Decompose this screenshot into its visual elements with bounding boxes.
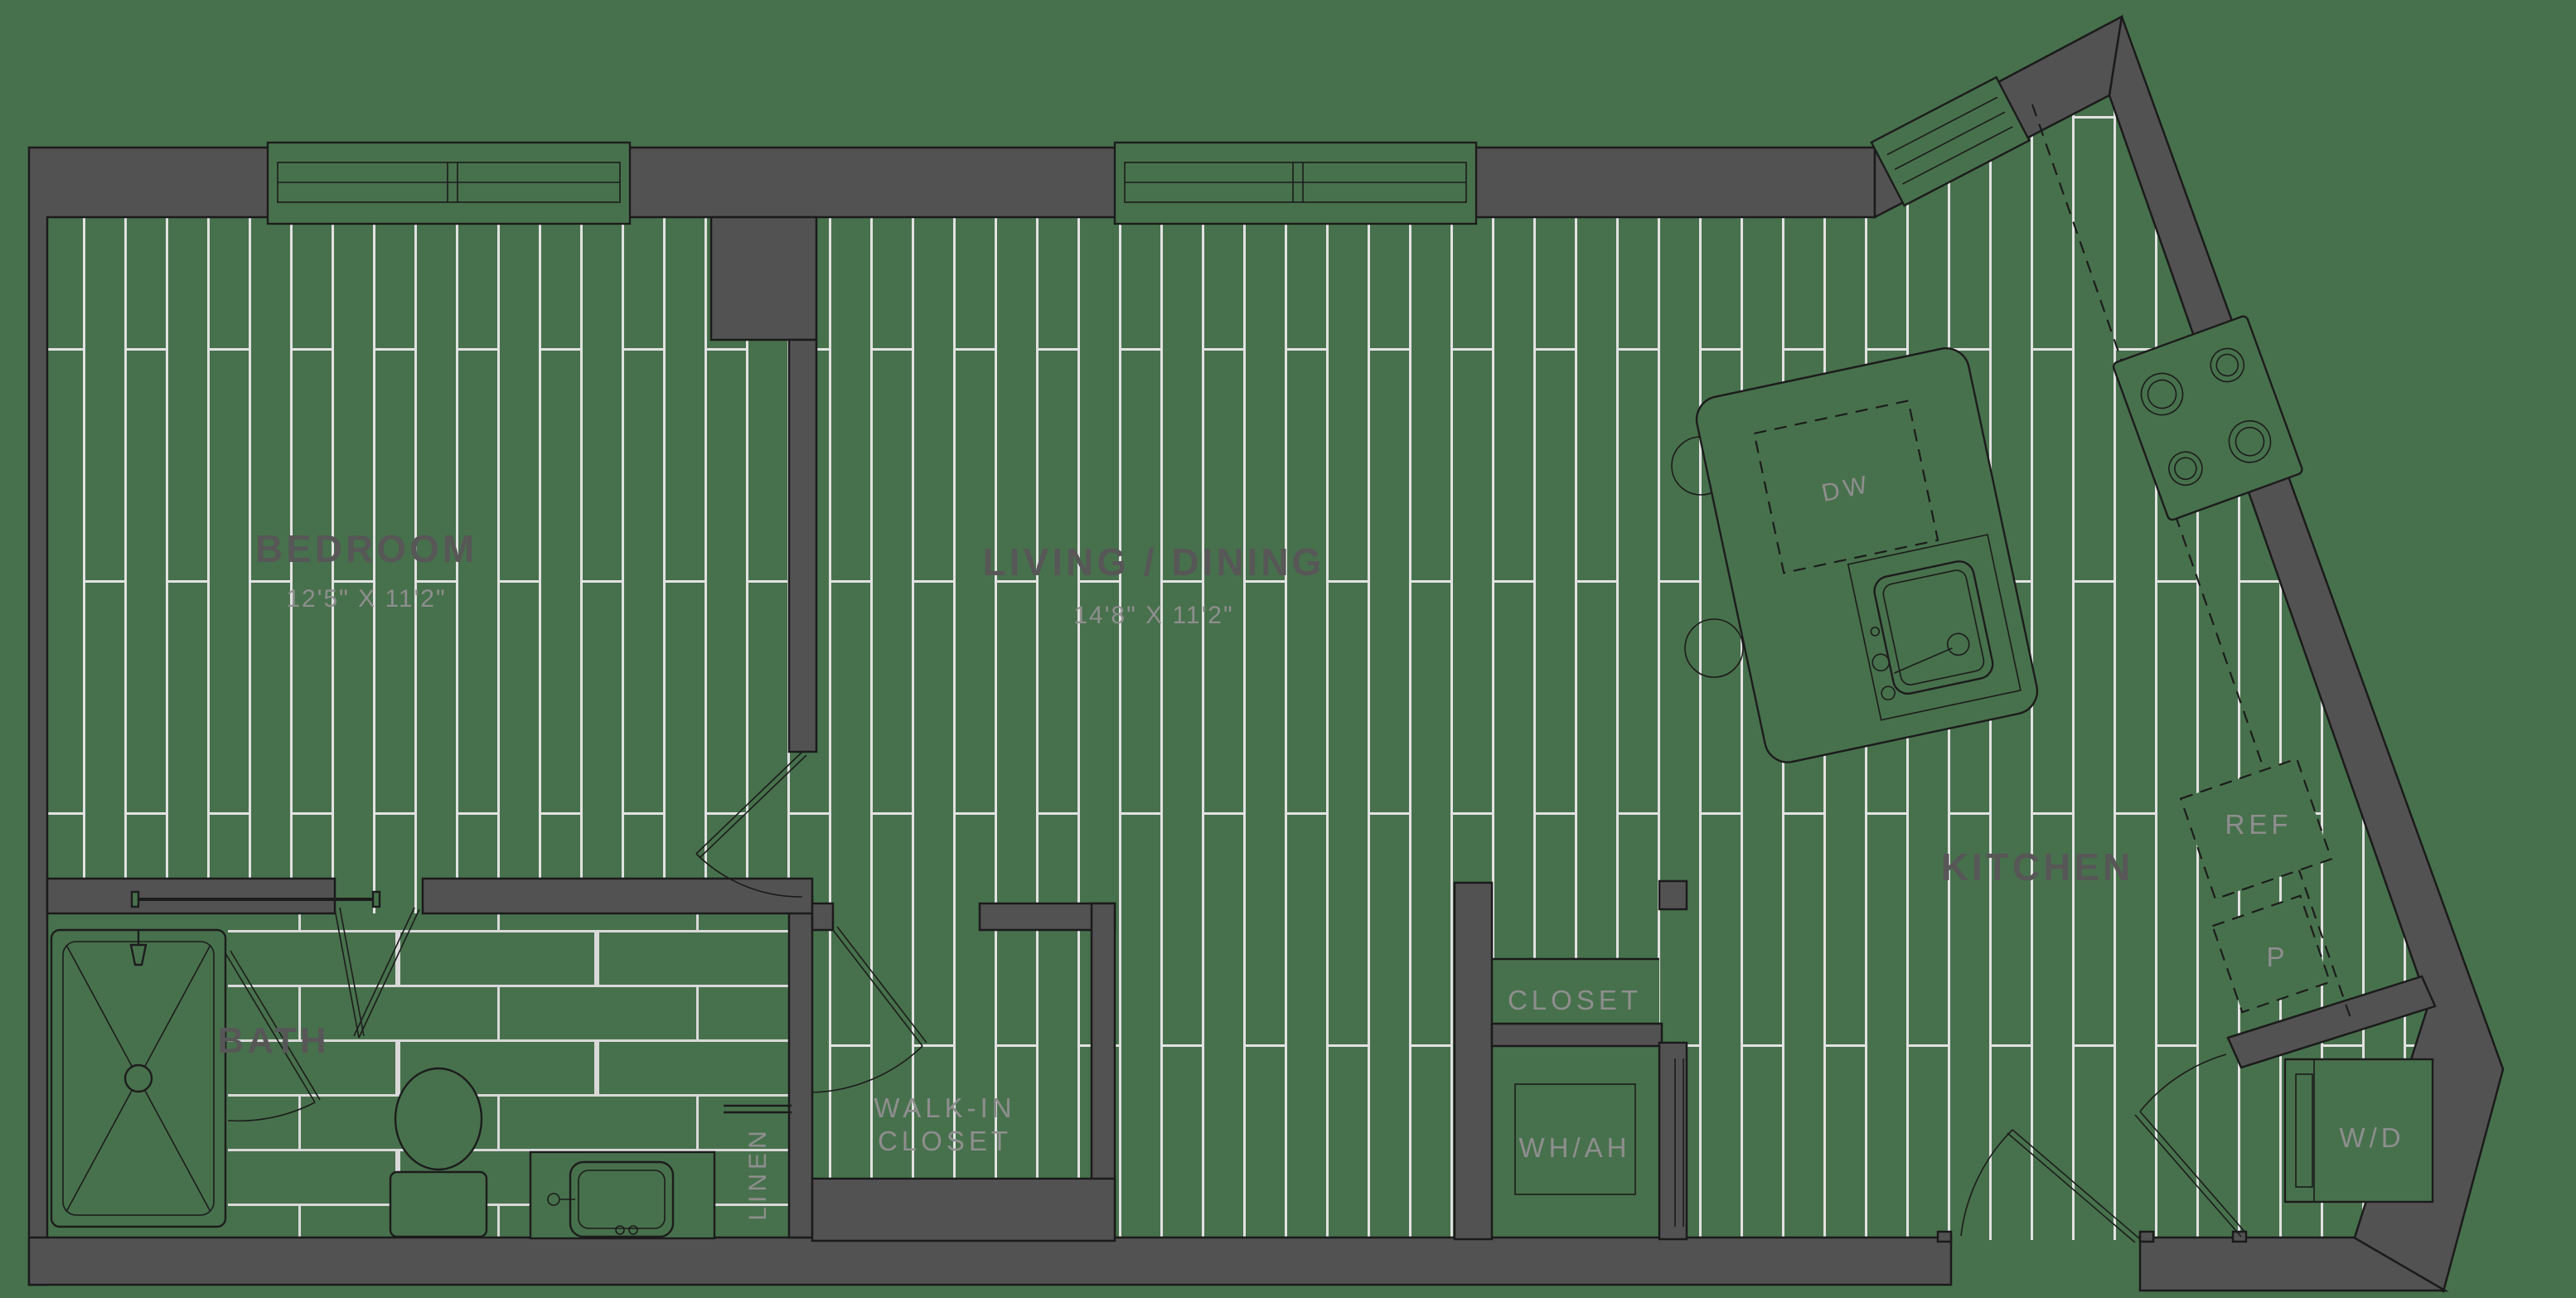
wall-bottom-right [2138,1236,2449,1292]
kitchen-fixtures: DW [1671,104,2354,1024]
shower [50,928,227,1228]
washer-dryer [2283,1058,2434,1204]
wall-pillar [709,216,818,341]
utility-fixtures [1492,957,2434,1204]
toilet [389,1067,488,1238]
island-sink [1847,534,2022,721]
wall-bedroom-divider [787,338,818,753]
wall-wd-angled [2226,975,2437,1069]
living-dining-dims: 14'8" X 11'2" [1073,602,1233,629]
bath-label: BATH [218,1020,330,1061]
stool [1684,618,1744,678]
whah-label: WH/AH [1519,1132,1631,1163]
wall-closet-back [1490,1022,1663,1048]
walkin-closet-door [811,926,927,1093]
dishwasher [1753,400,1939,574]
whah-door [1674,1058,1684,1227]
walkin-closet-label-line2: CLOSET [878,1126,1012,1156]
wall-closet-jamb [1658,879,1688,911]
closet-label: CLOSET [1508,985,1642,1015]
wd-label: W/D [2339,1122,2404,1153]
pantry-label: P [2266,942,2288,972]
entry-jamb-right [2138,1230,2155,1243]
bath-fixtures [50,890,792,1240]
wd-door [2134,1053,2247,1237]
entry-door [1960,1129,2141,1243]
refrigerator-label: REF [2225,809,2293,840]
wall-walkin-bottom [811,1177,1116,1242]
wd-door-jamb [2231,1230,2248,1243]
towel-bar-bracket [371,890,381,908]
bedroom-window [266,141,632,225]
water-heater-unit [1514,1083,1636,1195]
pantry [2211,894,2331,1014]
bath-double-door [334,907,420,1039]
closet-floor [1492,959,1659,1024]
kitchen-island: DW [1695,346,2039,763]
linen-shelf [724,1104,792,1114]
kitchen-label: KITCHEN [1941,845,2133,889]
bedroom-label: BEDROOM [255,527,477,570]
linen-label: LINEN [744,1126,772,1220]
cooktop [2112,315,2303,521]
wall-bottom [27,1236,1953,1286]
shower-door [225,950,321,1122]
shower-head-icon [129,943,148,966]
wall-bath-divider [787,895,814,1239]
wall-closet-left [1453,881,1494,1241]
doors [225,751,2247,1243]
wall-bath-top-right [421,877,814,915]
walkin-closet-label-line1: WALK-IN [874,1092,1015,1123]
towel-bar-bracket [130,890,140,908]
whah-floor [1492,1046,1659,1237]
vanity-sink [529,1150,716,1240]
refrigerator [2179,757,2333,901]
living-dining-label: LIVING / DINING [983,540,1325,584]
bedroom-dims: 12'5" X 11'2" [286,585,446,613]
kitchen-angled-window [1870,75,2031,207]
wall-whah-right [1658,1041,1688,1241]
bedroom-door [695,751,807,898]
windows [266,75,2031,225]
living-window [1113,141,1478,225]
entry-jamb-left [1936,1230,1953,1243]
wall-walkin-jamb [811,902,835,932]
labels: BEDROOM 12'5" X 11'2" LIVING / DINING 14… [218,527,2404,1221]
wall-bath-top-left [46,877,337,915]
